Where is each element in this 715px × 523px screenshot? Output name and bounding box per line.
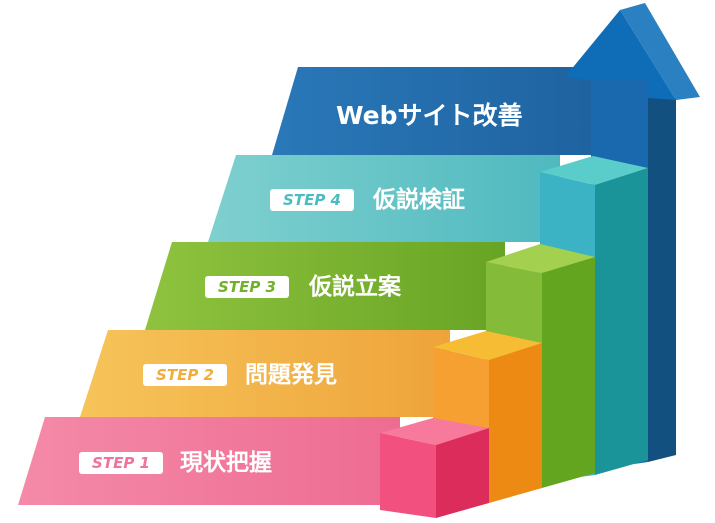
step2-label: 問題発見 <box>245 362 337 388</box>
band-webimprove <box>272 67 600 155</box>
step2-badge: STEP 2 <box>143 364 227 386</box>
step4-label: 仮説検証 <box>373 187 465 213</box>
bar-step1 <box>380 418 489 518</box>
band-step2 <box>80 330 450 417</box>
band-step3 <box>145 242 505 330</box>
goal-title: Webサイト改善 <box>336 101 523 130</box>
step1-label: 現状把握 <box>180 450 272 476</box>
step4-badge: STEP 4 <box>270 189 354 211</box>
step1-badge: STEP 1 <box>79 452 163 474</box>
band-step4 <box>208 155 560 242</box>
step3-badge: STEP 3 <box>205 276 289 298</box>
step3-label: 仮説立案 <box>309 274 401 300</box>
band-step1 <box>18 417 400 505</box>
